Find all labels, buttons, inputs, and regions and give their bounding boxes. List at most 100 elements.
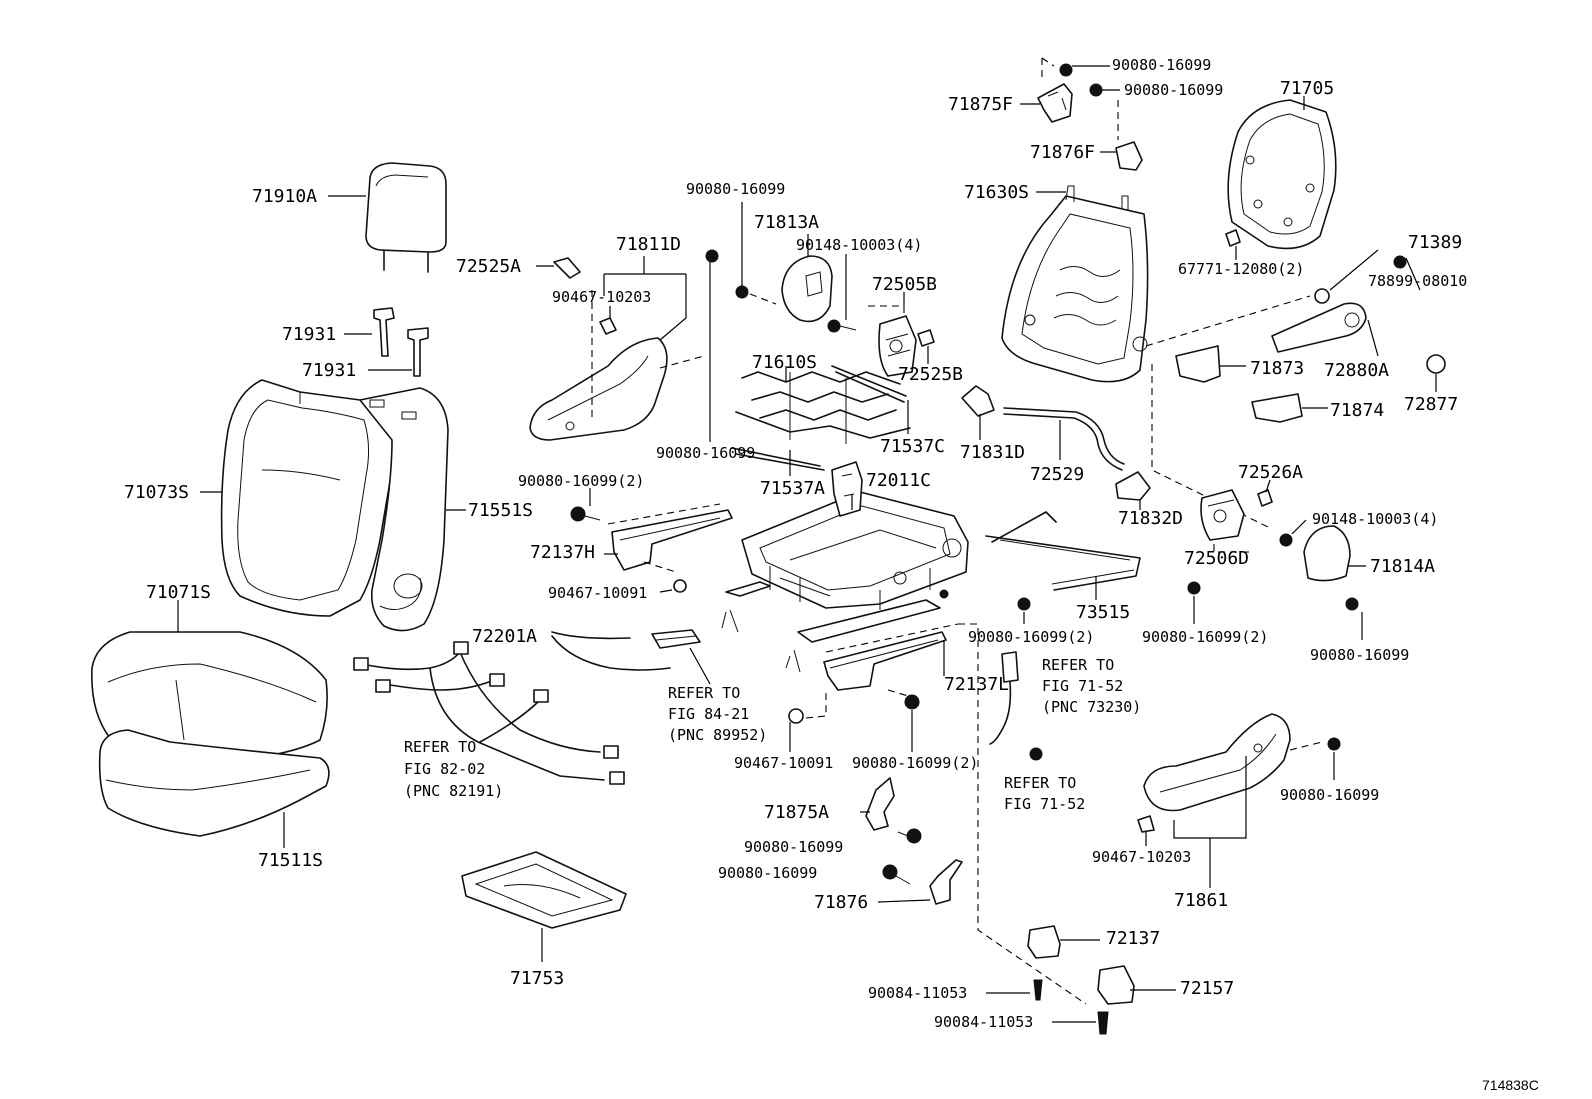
guide-dash-upper xyxy=(1145,295,1311,347)
label-72525a: 72525A xyxy=(456,256,521,277)
clip-72525b-drawing xyxy=(917,329,935,347)
label-90080-16099-2-c: 90080-16099(2) xyxy=(968,628,1094,646)
ref-fig84-line3: (PNC 89952) xyxy=(668,726,767,744)
label-71610s: 71610S xyxy=(752,352,817,373)
label-72137l: 72137L xyxy=(944,674,1009,695)
screw-78899-drawing xyxy=(1393,255,1421,291)
label-72506d: 72506D xyxy=(1184,548,1249,569)
seat-frame-drawing xyxy=(741,461,969,610)
label-90084-11053-a: 90084-11053 xyxy=(868,984,967,1002)
recliner-hinge-left-drawing xyxy=(868,292,917,377)
label-72137: 72137 xyxy=(1106,928,1160,949)
label-67771-12080-2: 67771-12080(2) xyxy=(1178,260,1304,278)
bolt-top2-drawing xyxy=(1089,83,1120,140)
ref-fig82-line3: (PNC 82191) xyxy=(404,782,503,800)
label-71931-b: 71931 xyxy=(302,360,356,381)
hinge-cover-right-drawing xyxy=(1303,525,1366,582)
bolt-73515-left-drawing xyxy=(1017,597,1031,624)
label-73515: 73515 xyxy=(1076,602,1130,623)
spring-bar-rear-drawing xyxy=(731,447,825,476)
label-90080-16099-b: 90080-16099 xyxy=(656,444,755,462)
bolt-71876-drawing xyxy=(882,864,911,885)
bolt-90084-11053a-drawing xyxy=(986,979,1043,1001)
bolt-72137h-drawing xyxy=(570,488,601,522)
side-shield-inner-drawing xyxy=(529,256,705,441)
clip-72526a-drawing xyxy=(1257,479,1273,507)
seatback-cover-drawing xyxy=(200,379,466,632)
bracket-71875a-drawing xyxy=(860,777,895,831)
lever-72880a-drawing xyxy=(1271,302,1379,357)
ref-fig71a-line2: FIG 71-52 xyxy=(1042,677,1123,695)
label-71931-a: 71931 xyxy=(282,324,336,345)
seatback-board-drawing xyxy=(1227,96,1337,250)
label-90084-11053-b: 90084-11053 xyxy=(934,1013,1033,1031)
clip-72525a-drawing xyxy=(536,257,581,279)
label-72157: 72157 xyxy=(1180,978,1234,999)
seatback-frame-drawing xyxy=(1001,185,1149,383)
label-71389: 71389 xyxy=(1408,232,1462,253)
label-72201a: 72201A xyxy=(472,626,537,647)
label-72529: 72529 xyxy=(1030,464,1084,485)
ref-fig71a-line3: (PNC 73230) xyxy=(1042,698,1141,716)
reference-fig-84-21: REFER TO FIG 84-21 (PNC 89952) xyxy=(668,684,767,744)
label-71551s: 71551S xyxy=(468,500,533,521)
recliner-hinge-right-drawing xyxy=(1200,489,1250,553)
label-90080-16099-d: 90080-16099 xyxy=(718,864,817,882)
label-71876f: 71876F xyxy=(1030,142,1095,163)
ref-fig71b-line2: FIG 71-52 xyxy=(1004,795,1085,813)
label-71832d: 71832D xyxy=(1118,508,1183,529)
clip-drawing xyxy=(599,317,617,335)
label-71875f: 71875F xyxy=(948,94,1013,115)
label-90080-16099-f: 90080-16099 xyxy=(1280,786,1379,804)
label-71071s: 71071S xyxy=(146,582,211,603)
label-90080-16099-2-b: 90080-16099(2) xyxy=(852,754,978,772)
bolt-90084-11053b-drawing xyxy=(1052,1011,1109,1035)
bolt-72137l-drawing xyxy=(887,689,920,752)
label-72880a: 72880A xyxy=(1324,360,1389,381)
label-71073s: 71073S xyxy=(124,482,189,503)
reference-fig-71-52-a: REFER TO FIG 71-52 (PNC 73230) xyxy=(1042,656,1141,716)
reference-fig-82-02: REFER TO FIG 82-02 (PNC 82191) xyxy=(404,738,503,800)
label-71630s: 71630S xyxy=(964,182,1029,203)
label-90080-16099-e: 90080-16099 xyxy=(1310,646,1409,664)
label-72011c: 72011C xyxy=(866,470,931,491)
label-71876: 71876 xyxy=(814,892,868,913)
label-72877: 72877 xyxy=(1404,394,1458,415)
seat-spring-drawing xyxy=(735,366,911,444)
spring-bar-front-drawing xyxy=(831,365,909,434)
bracket-71876f-drawing xyxy=(1100,141,1143,171)
cable-72529-drawing xyxy=(1003,407,1125,471)
bolt-90080-16099-drawing xyxy=(735,202,777,305)
label-71753: 71753 xyxy=(510,968,564,989)
label-71875a: 71875A xyxy=(764,802,829,823)
cap-72877-drawing xyxy=(1426,354,1446,392)
label-90080-16099-c: 90080-16099 xyxy=(744,838,843,856)
label-90080-16099-2-d: 90080-16099(2) xyxy=(1142,628,1268,646)
headrest-guide-drawing xyxy=(344,307,429,377)
ref-fig82-line1: REFER TO xyxy=(404,738,476,756)
clip-72137l-drawing xyxy=(788,690,827,752)
label-90148-10003-4-a: 90148-10003(4) xyxy=(796,236,922,254)
label-71814a: 71814A xyxy=(1370,556,1435,577)
seat-panel-73515-drawing xyxy=(985,511,1141,600)
label-90080-16099-top1: 90080-16099 xyxy=(1112,56,1211,74)
cap-72157-drawing xyxy=(1097,965,1176,1005)
wire-harness-drawing xyxy=(353,641,625,785)
seat-rail-drawing xyxy=(721,581,949,673)
ref-fig82-line2: FIG 82-02 xyxy=(404,760,485,778)
label-71537c: 71537C xyxy=(880,436,945,457)
label-90080-16099-a: 90080-16099 xyxy=(686,180,785,198)
bracket-71874-drawing xyxy=(1251,393,1328,423)
ref-fig71b-line1: REFER TO xyxy=(1004,774,1076,792)
bolt-71861-drawing xyxy=(1327,737,1341,780)
rail-cover-l-drawing xyxy=(823,623,959,691)
bolt-71814a-drawing xyxy=(1345,597,1363,640)
clip-67771-drawing xyxy=(1225,229,1241,260)
guide-dash-line xyxy=(958,623,1087,1005)
ref-fig84-line1: REFER TO xyxy=(668,684,740,702)
bolt-73515-right-drawing xyxy=(1187,581,1201,624)
bracket-71832d-drawing xyxy=(1115,471,1151,510)
label-71874: 71874 xyxy=(1330,400,1384,421)
label-71537a: 71537A xyxy=(760,478,825,499)
